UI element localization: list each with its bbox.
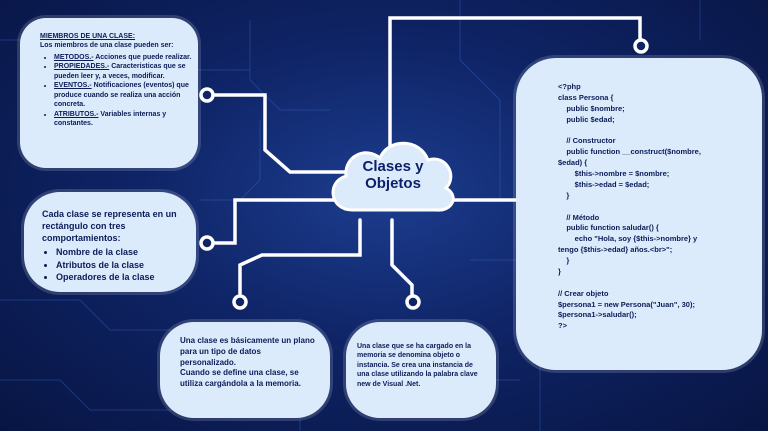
central-title: Clases y Objetos [340, 158, 446, 193]
members-heading: MIEMBROS DE UNA CLASE: [40, 33, 136, 40]
rectangle-list: Nombre de la clase Atributos de la clase… [42, 246, 182, 282]
members-intro: Los miembros de una clase pueden ser: [40, 42, 174, 50]
list-item: Operadores de la clase [56, 271, 182, 283]
php-code: <?php class Persona { public $nombre; pu… [558, 82, 701, 331]
members-text: MIEMBROS DE UNA CLASE: Los miembros de u… [40, 32, 200, 128]
title-line-2: Objetos [365, 175, 421, 193]
object-cloud [346, 322, 496, 418]
title-line-1: Clases y [362, 158, 424, 175]
list-item: ATRIBUTOS.- Variables internas y constan… [54, 110, 200, 129]
blueprint-cloud [160, 322, 330, 418]
blueprint-line-1: Una clase es básicamente un plano para u… [180, 336, 315, 367]
blueprint-text: Una clase es básicamente un plano para u… [180, 336, 315, 390]
list-item: METODOS.- Acciones que puede realizar. [54, 53, 200, 62]
rectangle-cloud [24, 192, 196, 292]
list-item: PROPIEDADES.- Caracteristicas que se pue… [54, 62, 200, 81]
central-cloud [331, 141, 455, 212]
list-item: Nombre de la clase [56, 246, 182, 258]
blueprint-line-2: Cuando se define una clase, se utiliza c… [180, 368, 301, 389]
rectangle-intro: Cada clase se representa en un rectángul… [42, 209, 177, 244]
object-text: Una clase que se ha cargado en la memori… [357, 343, 478, 388]
list-item: EVENTOS.- Notificaciones (eventos) que p… [54, 81, 200, 109]
code-cloud [516, 58, 762, 370]
members-list: METODOS.- Acciones que puede realizar. P… [40, 53, 200, 129]
rectangle-text: Cada clase se representa en un rectángul… [42, 208, 182, 283]
members-cloud [20, 18, 198, 168]
list-item: Atributos de la clase [56, 259, 182, 271]
